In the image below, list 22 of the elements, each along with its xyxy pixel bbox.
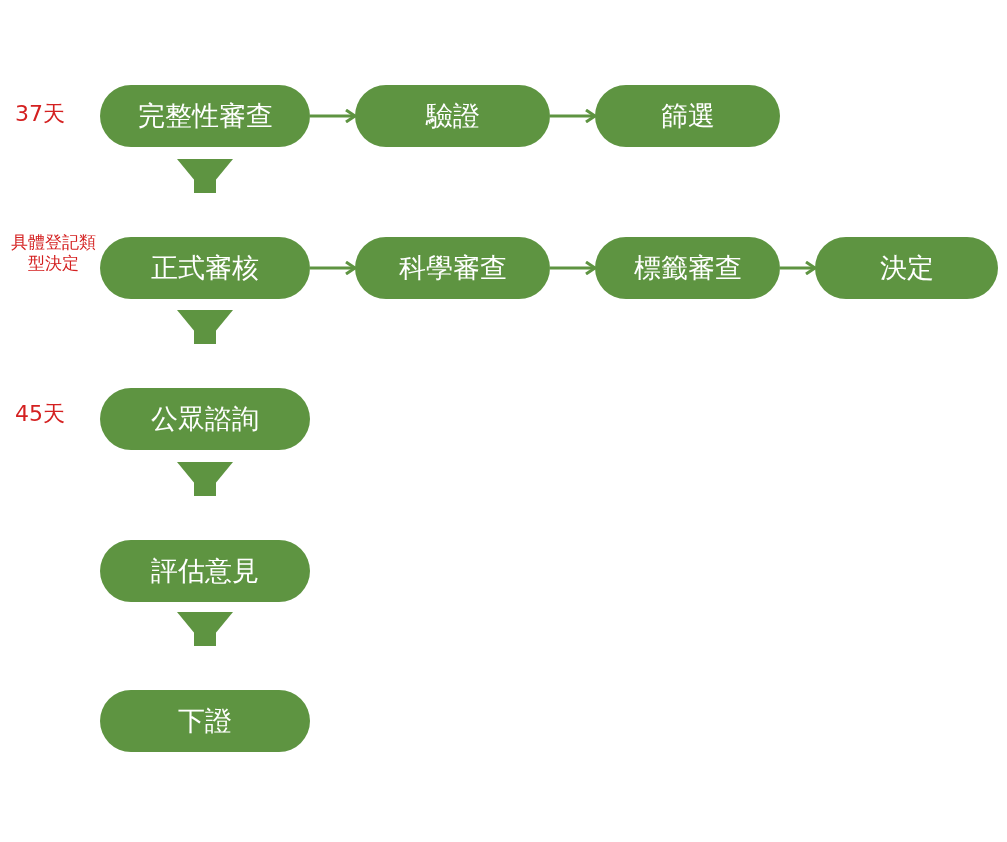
process-box: 公眾諮詢 — [100, 388, 310, 450]
arrow — [550, 108, 597, 124]
process-box: 篩選 — [595, 85, 780, 147]
duration-label: 37天 — [14, 100, 66, 128]
process-box: 科學審查 — [355, 237, 550, 299]
block-arrow — [177, 462, 233, 496]
process-box: 標籤審查 — [595, 237, 780, 299]
process-box: 驗證 — [355, 85, 550, 147]
arrow — [310, 108, 357, 124]
duration-label: 具體登記類型決定 — [9, 232, 97, 275]
process-box: 決定 — [815, 237, 998, 299]
arrow — [780, 260, 817, 276]
block-arrow — [177, 310, 233, 344]
block-arrow — [177, 612, 233, 646]
arrow — [310, 260, 357, 276]
process-box: 正式審核 — [100, 237, 310, 299]
process-box: 評估意見 — [100, 540, 310, 602]
process-box: 完整性審查 — [100, 85, 310, 147]
duration-label: 45天 — [14, 400, 66, 428]
process-box: 下證 — [100, 690, 310, 752]
block-arrow — [177, 159, 233, 193]
arrow — [550, 260, 597, 276]
